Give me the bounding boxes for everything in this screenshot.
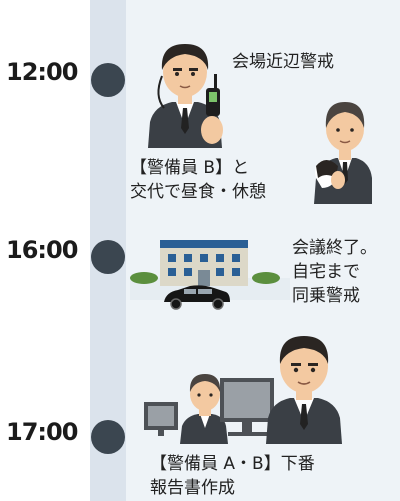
event-caption-meeting-end-line1: 会議終了。 [292,238,377,258]
time-label-1200: 12:00 [6,58,78,86]
event-caption-end-duty-line2: 報告書作成 [150,478,235,498]
timeline-dot-1600 [91,240,125,274]
guards-writing-report-illustration [144,336,342,444]
event-caption-shift-swap-line1: 【警備員 B】と [130,158,250,178]
building-and-car-illustration [130,240,290,310]
time-label-1600: 16:00 [6,236,78,264]
time-label-1700: 17:00 [6,418,78,446]
event-caption-meeting-end-line3: 同乗警戒 [292,286,360,306]
event-caption-end-duty-line1: 【警備員 A・B】下番 [150,454,315,474]
event-caption-meeting-end-line2: 自宅まで [292,262,360,282]
timeline-dot-1200 [91,63,125,97]
event-caption-shift-swap-line2: 交代で昼食・休憩 [130,182,266,202]
event-caption-nearby-watch: 会場近辺警戒 [232,52,334,72]
guard-with-radio-figure [148,44,223,148]
timeline-dot-1700 [91,420,125,454]
guard-eating-figure [314,102,372,204]
